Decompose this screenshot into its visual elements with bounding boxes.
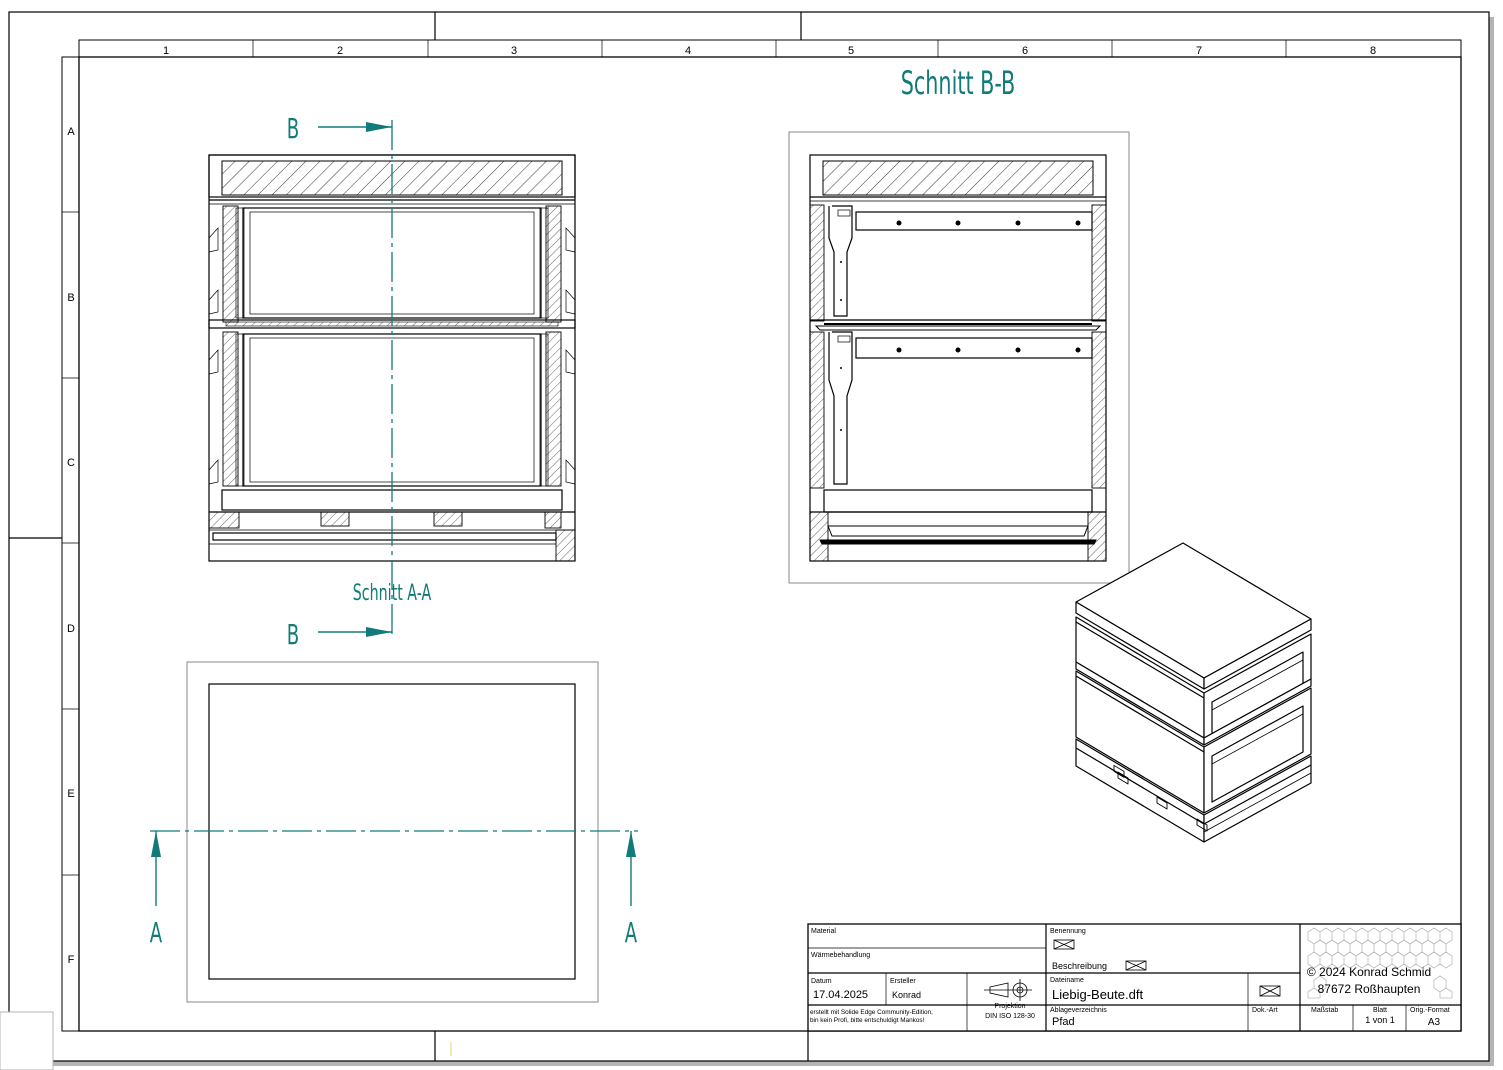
placeholder-box-icon [1053,939,1075,950]
material-label: Material [811,928,836,935]
doc-type-label: Dok.-Art [1252,1007,1278,1014]
placeholder-box-icon [1125,960,1147,971]
section-view-a-a: B B Schnitt A-A [208,112,576,651]
column-label: 2 [337,45,343,57]
copyright-line-2: 87672 Roßhaupten [1318,982,1421,996]
section-a-a-label: Schnitt A-A [353,579,432,605]
column-label: 5 [848,45,854,57]
honeycomb-logo [1303,926,1458,1002]
sheet-label: Blatt [1373,1007,1387,1014]
storage-value: Pfad [1052,1016,1075,1028]
sheet-value: 1 von 1 [1365,1015,1395,1025]
column-label: 6 [1022,45,1028,57]
row-label: B [67,292,74,304]
cut-letter-b-top: B [287,112,299,145]
column-markers: 1 2 3 4 5 6 7 8 [163,40,1376,57]
filename-label: Dateiname [1050,977,1084,984]
cut-letter-a-left: A [150,916,162,949]
format-value: A3 [1428,1017,1441,1028]
column-label: 1 [163,45,169,57]
projection-symbol-icon [984,979,1032,1001]
isometric-view [1075,542,1312,843]
copyright-line-1: © 2024 Konrad Schmid [1307,965,1431,979]
note-line-1: erstellt mit Solide Edge Community-Editi… [810,1009,933,1016]
row-label: C [67,457,75,469]
projection-value: DIN ISO 128-30 [985,1013,1035,1020]
row-label: A [67,126,75,138]
cut-letter-a-right: A [625,916,637,949]
format-label: Orig.-Format [1410,1007,1450,1014]
column-label: 4 [685,45,691,57]
scale-label: Maßstab [1311,1007,1338,1014]
row-label: F [68,954,75,966]
top-view: A A [150,661,638,1003]
projection-label: Projektion [994,1003,1025,1010]
creator-label: Ersteller [890,978,916,985]
filename-value: Liebig-Beute.dft [1052,987,1143,1002]
description-label: Beschreibung [1052,961,1107,971]
cut-letter-b-bottom: B [287,618,299,651]
placeholder-box-icon [1259,985,1281,997]
heat-treatment-label: Wärmebehandlung [811,952,870,959]
date-value: 17.04.2025 [813,989,868,1001]
column-label: 7 [1196,45,1202,57]
column-label: 3 [511,45,517,57]
column-label: 8 [1370,45,1376,57]
section-view-b-b: Schnitt B-B [788,64,1130,584]
row-markers: A B C D E F [62,126,79,966]
section-b-b-title: Schnitt B-B [901,64,1015,102]
designation-label: Benennung [1050,928,1086,935]
title-block: Material Wärmebehandlung Datum 17.04.202… [807,923,1462,1032]
note-line-2: bin kein Profi, bitte entschuldigt Manko… [810,1017,925,1024]
row-label: D [67,623,75,635]
row-label: E [67,788,74,800]
creator-value: Konrad [892,990,921,1000]
date-label: Datum [811,978,832,985]
storage-label: Ablageverzeichnis [1050,1007,1107,1014]
